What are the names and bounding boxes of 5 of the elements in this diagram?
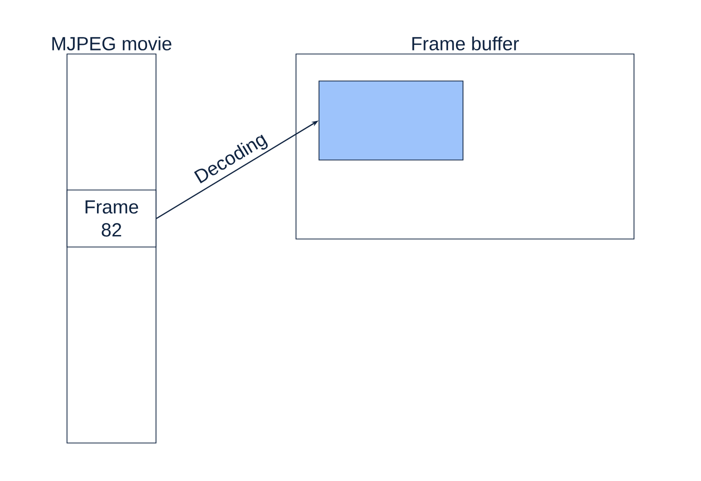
frame-cell: Frame 82: [66, 190, 156, 248]
decoded-frame-rect: [318, 80, 464, 160]
node-label: Frame buffer: [412, 36, 519, 50]
node-label: MJPEG movie: [52, 36, 172, 50]
frame-buffer-box: Frame buffer: [296, 36, 634, 240]
